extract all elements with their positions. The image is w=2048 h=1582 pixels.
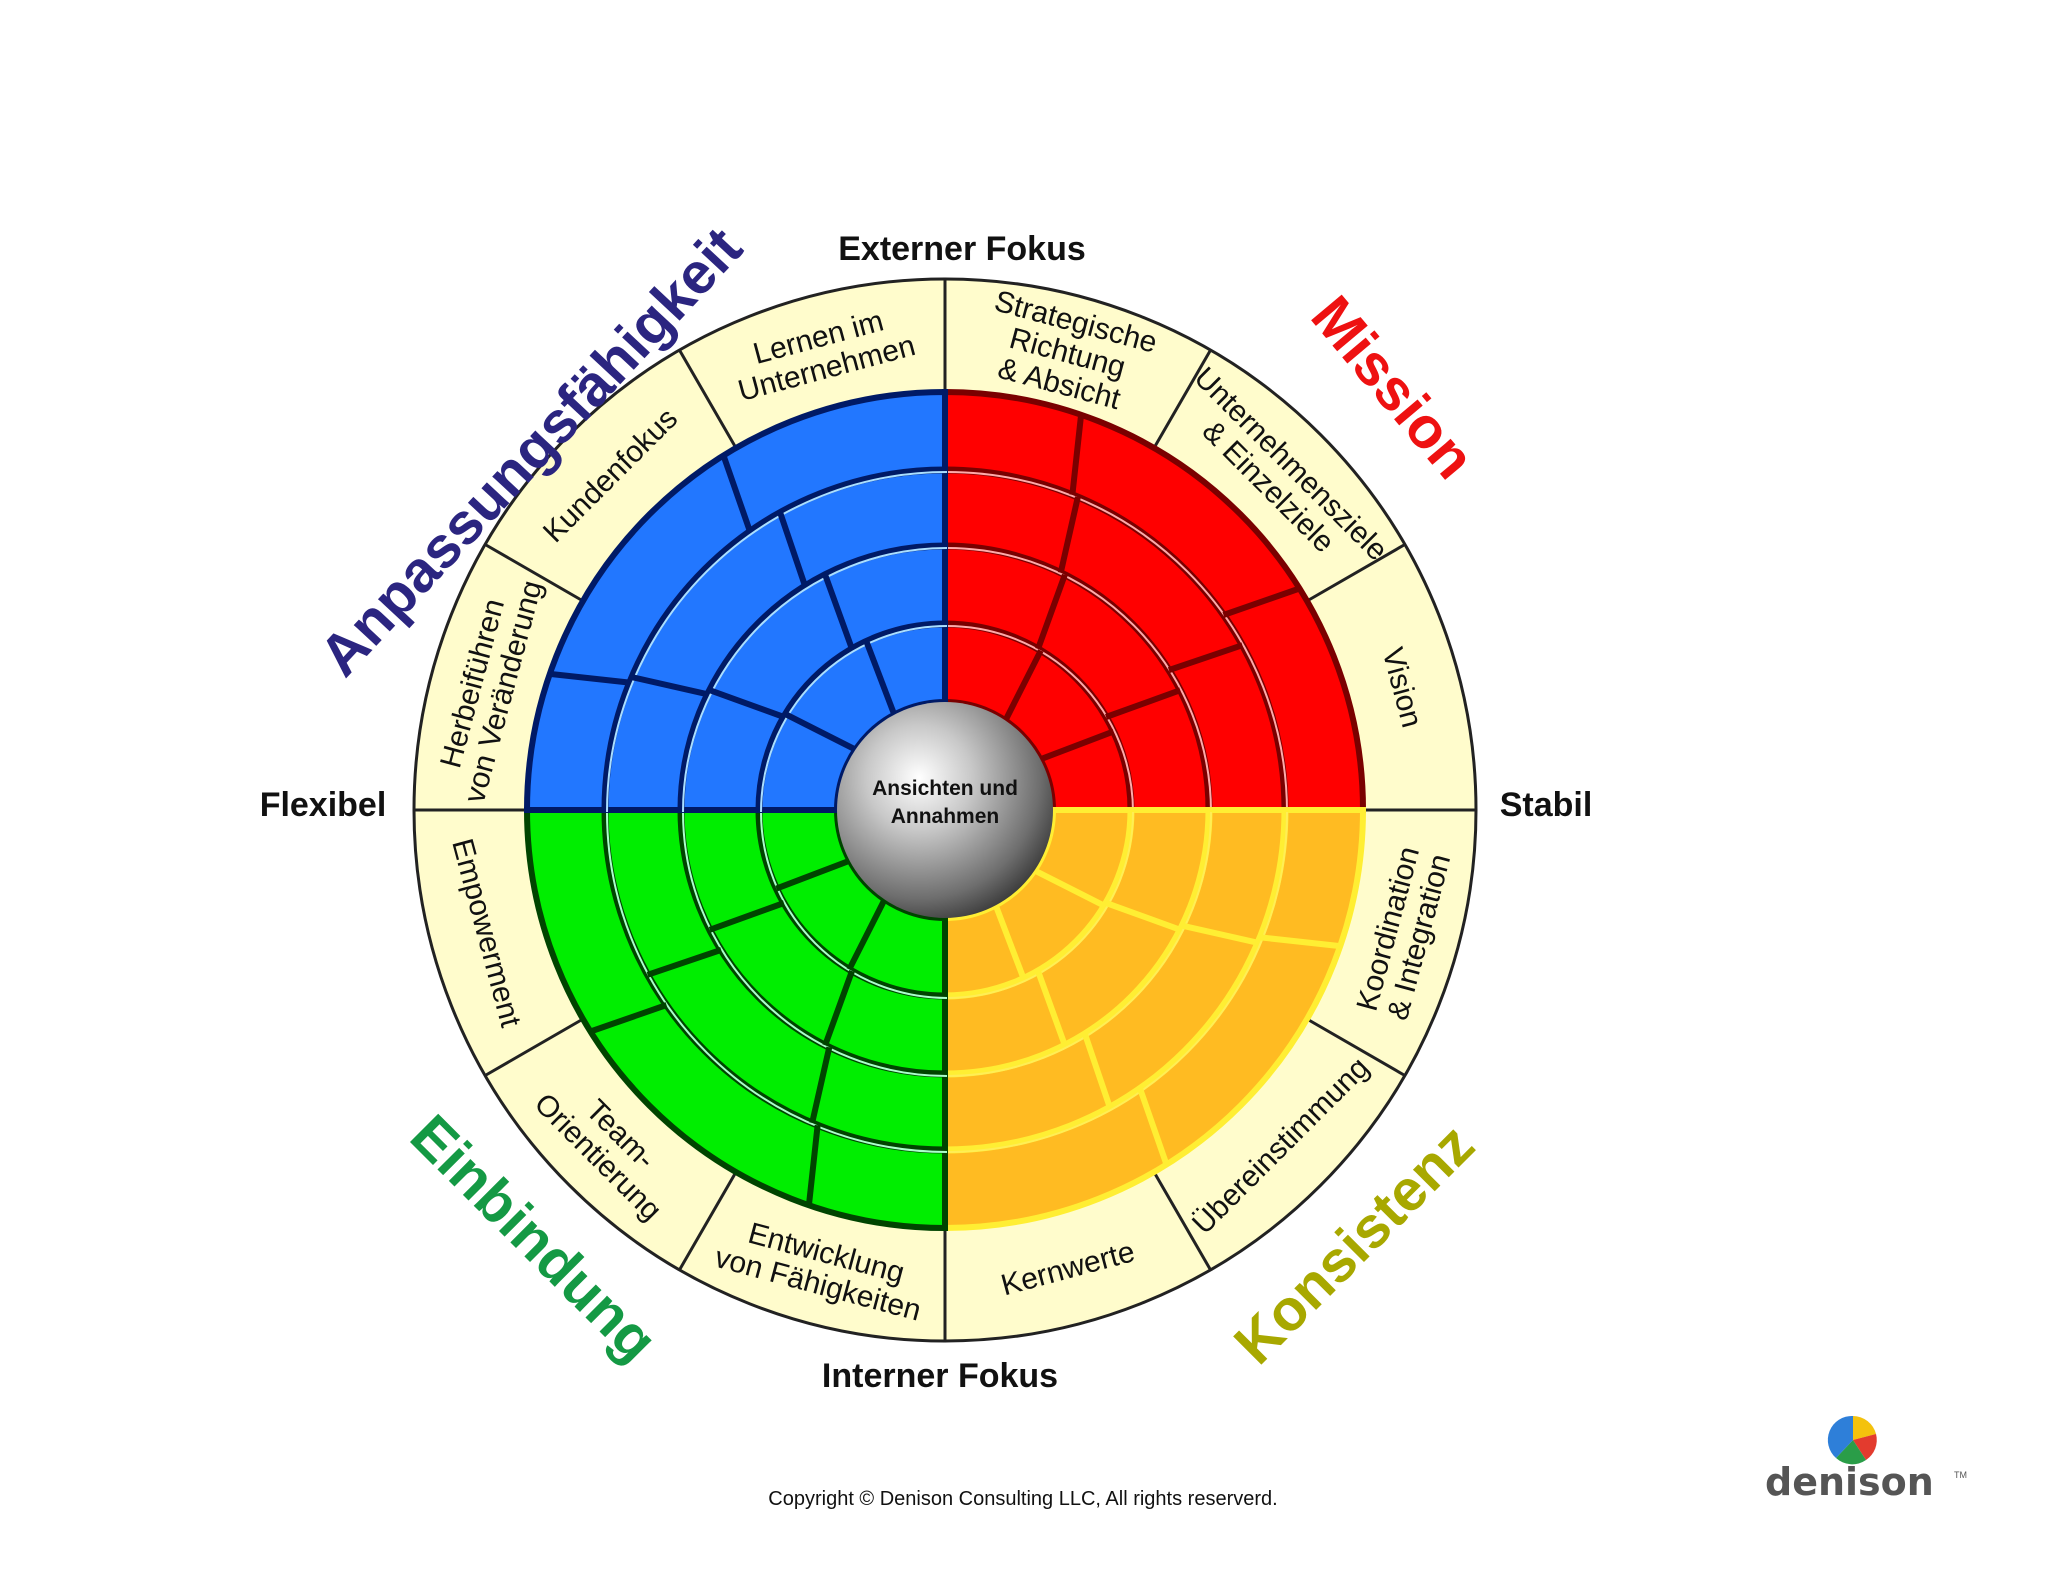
center-label-line2: Annahmen	[891, 805, 1000, 828]
anpassung-ring-line	[677, 542, 946, 811]
konsistenz-segment-line	[1259, 934, 1341, 950]
konsistenz-segment-line	[1035, 970, 1068, 1047]
mission-segment-line	[1222, 585, 1301, 618]
center-label-line1: Ansichten und	[872, 777, 1018, 800]
einbindung-quadrant[interactable]	[523, 807, 948, 1232]
axis-label-top: Externer Fokus	[838, 230, 1086, 268]
einbindung-segment-line	[846, 898, 888, 971]
axis-label-right: Stabil	[1500, 786, 1593, 824]
konsistenz-segment-line	[1137, 1087, 1170, 1166]
anpassung-quadrant[interactable]	[523, 388, 948, 813]
mission-segment-line	[1167, 642, 1244, 673]
axis-label-left: Flexibel	[260, 786, 387, 824]
index-divider	[1306, 1017, 1406, 1077]
einbindung-segment-line	[589, 1002, 668, 1035]
anpassung-ring-highlight	[682, 547, 948, 813]
index-label-strategische: StrategischeRichtung& Absicht	[974, 285, 1160, 422]
mission-ring-highlight	[946, 471, 1288, 813]
index-divider	[678, 1171, 738, 1271]
quadrants	[523, 388, 1367, 1232]
anpassung-segment-line	[822, 573, 855, 650]
konsistenz-segment-line	[992, 904, 1027, 980]
anpassung-ring-line	[601, 466, 946, 811]
einbindung-segment-line	[708, 900, 785, 933]
konsistenz-ring-line	[944, 809, 1135, 1000]
mission-segment-line	[1057, 496, 1081, 574]
index-divider	[1306, 543, 1406, 603]
einbindung-ring-highlight	[606, 811, 948, 1153]
konsistenz-segment-line	[1033, 867, 1106, 909]
konsistenz-segment-line	[1181, 922, 1259, 946]
anpassung-segment-line	[863, 640, 898, 716]
index-divider	[1152, 1171, 1212, 1271]
index-divider	[678, 349, 738, 449]
einbindung-segment-line	[822, 970, 855, 1047]
mission-ring-highlight	[946, 625, 1134, 813]
mission-segment-line	[1105, 687, 1182, 720]
anpassung-segment-line	[631, 674, 709, 698]
mission-segment-line	[1035, 573, 1068, 650]
einbindung-segment-line	[646, 947, 723, 978]
mission-ring-highlight	[946, 547, 1212, 813]
anpassung-segment-line	[784, 711, 857, 753]
einbindung-segment-line	[805, 1124, 821, 1206]
mission-segment-line	[1002, 649, 1044, 722]
konsistenz-quadrant[interactable]	[942, 807, 1367, 1232]
konsistenz-ring-highlight	[946, 811, 1212, 1077]
denison-logo: denison TM	[1765, 1415, 1967, 1504]
konsistenz-ring-highlight	[946, 811, 1288, 1153]
index-dividers	[414, 279, 1476, 1341]
anpassung-segment-line	[720, 454, 753, 533]
mission-segment-line	[1069, 414, 1085, 496]
mission-quadrant[interactable]	[942, 388, 1367, 813]
anpassung-segment-line	[777, 511, 808, 588]
anpassung-ring-line	[755, 620, 946, 811]
konsistenz-ring-line	[944, 809, 1289, 1154]
anpassung-segment-line	[708, 687, 785, 720]
center-sphere	[837, 702, 1053, 918]
logo-wordmark: denison	[1765, 1460, 1934, 1504]
einbindung-segment-line	[775, 857, 851, 892]
konsistenz-ring-line	[944, 809, 1213, 1078]
logo-tm: TM	[1954, 1470, 1967, 1480]
konsistenz-ring-highlight	[946, 811, 1134, 999]
mission-segment-line	[1039, 728, 1115, 763]
index-divider	[484, 543, 584, 603]
konsistenz-segment-line	[1105, 900, 1182, 933]
einbindung-ring-highlight	[682, 811, 948, 1077]
anpassung-ring-highlight	[760, 625, 948, 813]
einbindung-segment-line	[809, 1046, 833, 1124]
anpassung-ring-highlight	[606, 471, 948, 813]
einbindung-ring-highlight	[760, 811, 948, 999]
copyright-text: Copyright © Denison Consulting LLC, All …	[768, 1488, 1277, 1510]
konsistenz-segment-line	[1082, 1032, 1113, 1109]
index-divider	[1152, 349, 1212, 449]
index-divider	[484, 1017, 584, 1077]
axis-label-bottom: Interner Fokus	[822, 1357, 1058, 1395]
anpassung-segment-line	[549, 670, 631, 686]
